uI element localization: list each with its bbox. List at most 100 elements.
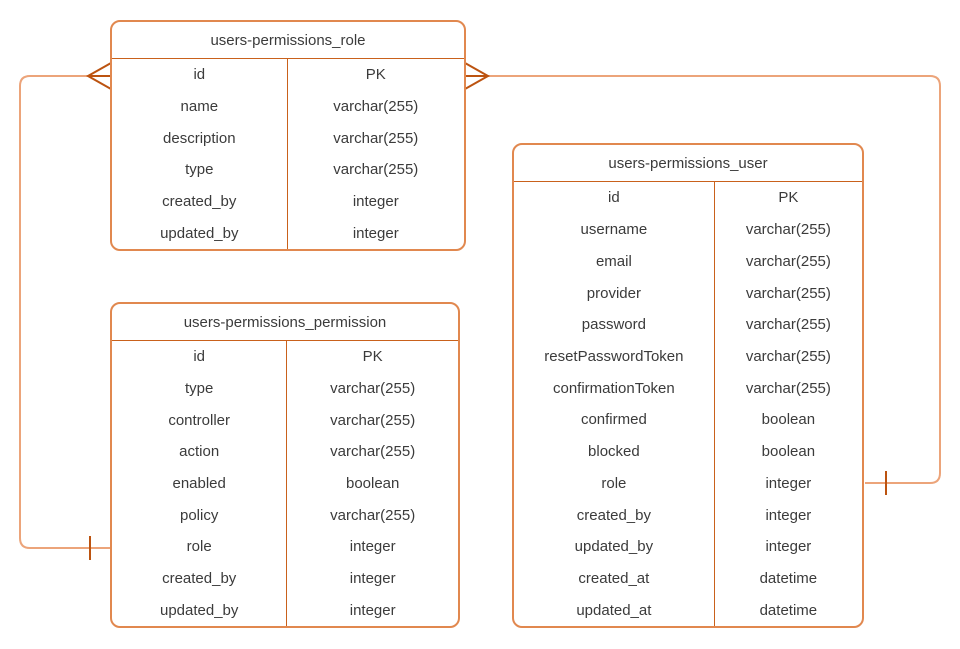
field-name: enabled [112,467,288,500]
field-row: confirmationToken varchar(255) [514,372,862,405]
field-name: created_at [514,562,715,595]
field-name: action [112,436,288,468]
entity-field-list: id PK name varchar(255) description varc… [112,59,464,250]
field-row: id PK [112,59,464,91]
field-name: policy [112,499,288,532]
field-row: name varchar(255) [112,90,464,123]
crows-foot-many-icon [85,62,112,90]
field-type: datetime [759,569,818,587]
field-row: controller varchar(255) [112,404,458,437]
field-type: integer [352,193,399,211]
field-row: updated_at datetime [514,594,862,627]
field-name: email [514,245,715,278]
field-name: updated_at [514,594,715,627]
field-row: username varchar(255) [514,213,862,246]
entity-table-users-permissions-role: users-permissions_role id PK name varcha… [110,20,466,251]
field-name: description [112,122,288,155]
field-name: id [514,182,715,214]
field-row: created_at datetime [514,562,862,595]
field-name: blocked [514,435,715,468]
field-row: email varchar(255) [514,245,862,278]
field-row: updated_by integer [112,594,458,627]
field-name: id [112,341,288,373]
field-type: integer [765,538,812,556]
relationship-permission-role-line [19,75,111,549]
field-name: updated_by [514,530,715,563]
entity-field-list: id PK username varchar(255) email varcha… [514,182,862,627]
field-type: datetime [759,601,818,619]
field-type: varchar(255) [745,252,831,270]
field-type: varchar(255) [333,129,419,147]
field-name: resetPasswordToken [514,340,715,373]
field-row: id PK [112,341,458,373]
field-name: provider [514,277,715,309]
field-type: varchar(255) [745,316,831,334]
field-row: confirmed boolean [514,404,862,436]
field-type: integer [765,506,812,524]
entity-title: users-permissions_permission [112,304,458,341]
field-row: password varchar(255) [514,308,862,341]
field-row: blocked boolean [514,435,862,468]
field-name: updated_by [112,594,288,627]
field-name: username [514,213,715,246]
field-row: created_by integer [112,185,464,218]
field-row: id PK [514,182,862,214]
field-row: updated_by integer [112,217,464,250]
crows-foot-many-icon [464,62,491,90]
field-type: varchar(255) [745,284,831,302]
field-type: integer [765,474,812,492]
entity-table-users-permissions-user: users-permissions_user id PK username va… [512,143,864,628]
field-name: password [514,308,715,341]
field-row: type varchar(255) [112,154,464,186]
field-type: boolean [761,443,816,461]
field-type: varchar(255) [745,221,831,239]
field-type: varchar(255) [333,161,419,179]
field-name: name [112,90,288,123]
field-name: created_by [112,185,288,218]
field-row: description varchar(255) [112,122,464,155]
field-row: provider varchar(255) [514,277,862,309]
entity-title: users-permissions_user [514,145,862,182]
field-type: varchar(255) [330,380,416,397]
entity-title: users-permissions_role [112,22,464,59]
field-type: varchar(255) [745,347,831,365]
field-name: confirmationToken [514,372,715,405]
field-row: enabled boolean [112,467,458,500]
field-type: PK [365,66,386,84]
field-name: confirmed [514,404,715,436]
field-name: role [112,531,288,563]
field-type: varchar(255) [745,379,831,397]
field-type: integer [349,601,396,619]
field-name: controller [112,404,288,437]
field-name: created_by [112,562,288,595]
field-row: action varchar(255) [112,436,458,468]
field-type: PK [778,189,799,207]
field-row: created_by integer [514,499,862,531]
field-type: varchar(255) [330,506,416,524]
field-row: resetPasswordToken varchar(255) [514,340,862,373]
field-type: varchar(255) [330,443,416,461]
field-row: role integer [514,467,862,500]
field-row: created_by integer [112,562,458,595]
field-type: PK [362,348,383,366]
field-type: varchar(255) [333,98,419,115]
field-type: integer [349,538,396,556]
field-type: boolean [345,475,400,493]
field-type: boolean [761,411,816,429]
field-type: integer [352,224,399,242]
field-name: id [112,59,288,91]
field-type: varchar(255) [330,411,416,429]
field-row: policy varchar(255) [112,499,458,532]
field-row: type varchar(255) [112,372,458,405]
field-name: updated_by [112,217,288,250]
field-row: role integer [112,531,458,563]
field-type: integer [349,570,396,588]
entity-field-list: id PK type varchar(255) controller varch… [112,341,458,627]
field-row: updated_by integer [514,530,862,563]
relationship-user-role-line [465,75,941,484]
entity-table-users-permissions-permission: users-permissions_permission id PK type … [110,302,460,628]
field-name: type [112,154,288,186]
field-name: role [514,467,715,500]
